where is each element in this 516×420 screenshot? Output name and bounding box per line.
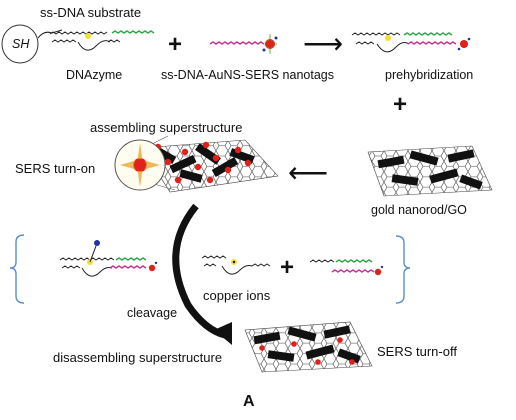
nanotag-construct (209, 33, 278, 55)
disassembled-superstructure (244, 321, 373, 373)
copper-ions-label: copper ions (203, 288, 271, 303)
plus-operator-3: + (280, 254, 294, 281)
magenta-strand (209, 41, 265, 45)
cleavage-label: cleavage (127, 306, 177, 320)
released-duplex (309, 259, 384, 276)
disassembling-label: disassembling superstructure (53, 350, 222, 365)
prehybridized-construct (351, 32, 471, 53)
green-strand (111, 30, 155, 34)
gold-nanorod-go-label: gold nanorod/GO (371, 203, 467, 217)
arrow-left: ⟵ (288, 157, 328, 188)
ssdna-substrate-label: ss-DNA substrate (40, 5, 141, 20)
sers-turn-off-label: SERS turn-off (377, 344, 457, 359)
cleavage-site (85, 33, 91, 39)
dnazyme-substrate-construct: SH (1, 24, 155, 64)
dnazyme-label: DNAzyme (66, 68, 122, 82)
plus-operator-2: + (393, 91, 407, 118)
plus-operator-1: + (168, 31, 182, 58)
gold-nanorod-go (367, 145, 493, 197)
assembling-label: assembling superstructure (90, 120, 242, 135)
magnified-nanotag (114, 135, 176, 191)
curved-arrow (172, 203, 232, 345)
figure-label: A (243, 393, 255, 410)
cleaving-construct (59, 240, 158, 277)
copper-ion (94, 240, 100, 246)
assembled-superstructure (114, 135, 279, 193)
bracket-right (395, 235, 411, 304)
prehybridization-label: prehybridization (385, 68, 473, 82)
sers-star (262, 33, 278, 55)
gold-surface (1, 24, 39, 64)
gold-nanostar (265, 39, 275, 49)
sh-label: SH (12, 37, 30, 51)
nanotags-label: ss-DNA-AuNS-SERS nanotags (161, 68, 334, 82)
arrow-right-1: ⟶ (303, 28, 343, 59)
cleaved-dnazyme (201, 255, 271, 275)
sers-turn-on-label: SERS turn-on (15, 161, 95, 176)
bracket-left (9, 234, 25, 304)
